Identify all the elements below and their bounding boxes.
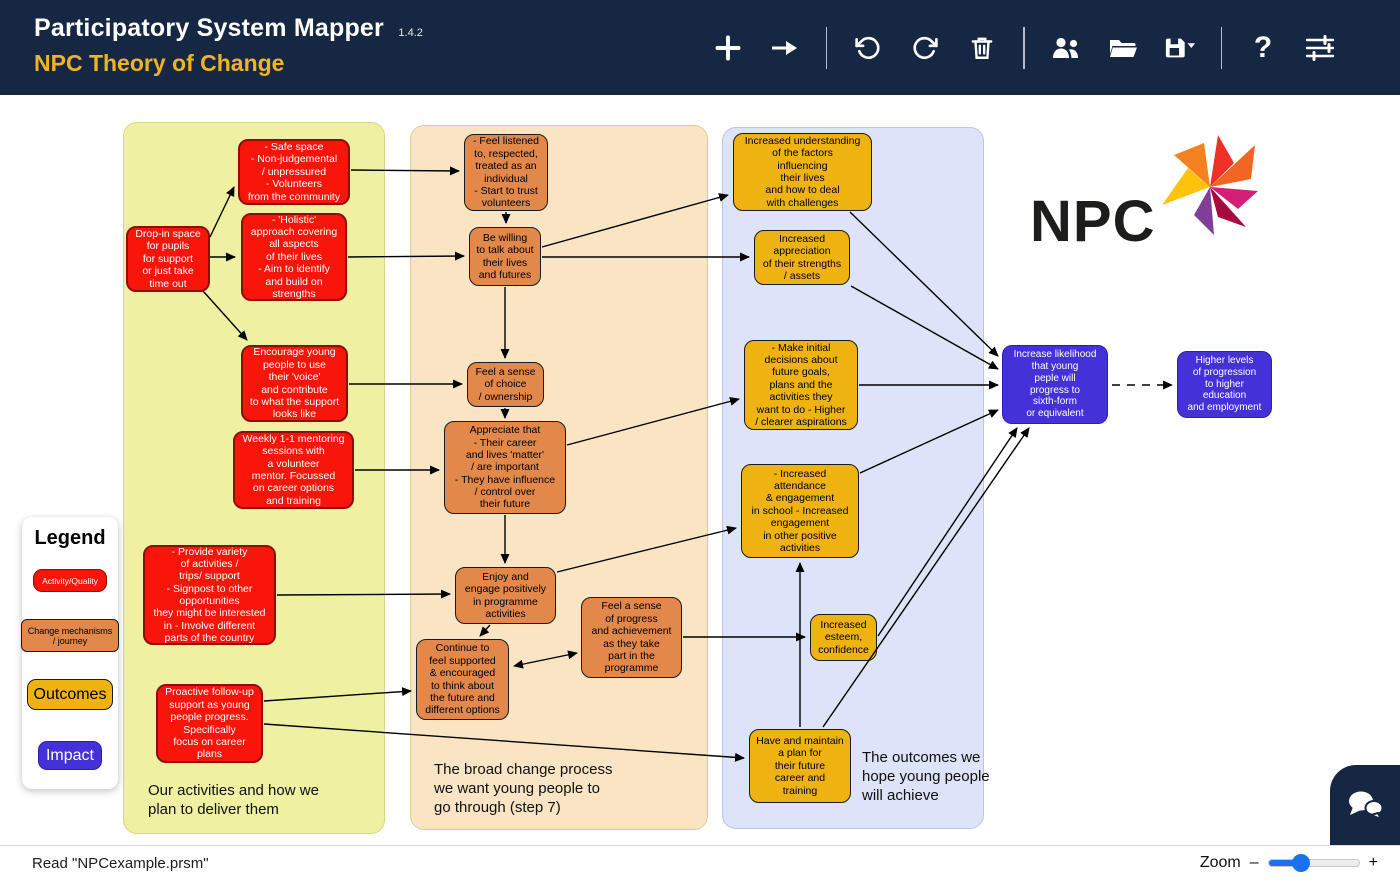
node-increased-appreciation[interactable]: Increased appreciation of their strength… xyxy=(754,230,850,285)
plus-icon xyxy=(715,35,740,60)
share-button[interactable] xyxy=(1050,32,1082,64)
node-safe-space[interactable]: - Safe space - Non-judgemental / unpress… xyxy=(238,139,350,205)
node-weekly-mentoring[interactable]: Weekly 1-1 mentoring sessions with a vol… xyxy=(233,431,354,509)
zoom-label: Zoom xyxy=(1199,854,1241,871)
header-bar: Participatory System Mapper 1.4.2 NPC Th… xyxy=(0,0,1400,95)
status-message: Read "NPCexample.prsm" xyxy=(32,855,209,872)
node-drop-in-space[interactable]: Drop-in space for pupils for support or … xyxy=(126,226,210,292)
legend-title: Legend xyxy=(34,527,106,549)
node-increased-attendance[interactable]: - Increased attendance & engagement in s… xyxy=(741,464,859,558)
zoom-slider-track[interactable] xyxy=(1267,859,1360,867)
save-floppy-icon xyxy=(1165,38,1195,57)
node-provide-variety[interactable]: - Provide variety of activities / trips/… xyxy=(143,545,276,645)
add-link-button[interactable] xyxy=(769,32,801,64)
legend-item-outcomes: Outcomes xyxy=(27,679,113,710)
open-folder-icon xyxy=(1109,39,1137,57)
map-title: NPC Theory of Change xyxy=(34,50,285,76)
node-be-willing[interactable]: Be willing to talk about their lives and… xyxy=(469,227,541,286)
question-mark-icon: ? xyxy=(1253,30,1273,64)
chat-icon xyxy=(1349,791,1384,821)
trash-icon xyxy=(971,37,993,59)
status-bar: Read "NPCexample.prsm" Zoom – + xyxy=(0,845,1400,882)
open-button[interactable] xyxy=(1107,32,1139,64)
legend-item-impact: Impact xyxy=(38,741,102,770)
undo-icon xyxy=(855,36,880,59)
toolbar-divider xyxy=(1023,26,1025,69)
node-appreciate-matter[interactable]: Appreciate that - Their career and lives… xyxy=(444,421,566,514)
caption-process: The broad change process we want young p… xyxy=(434,761,613,817)
title-block: Participatory System Mapper 1.4.2 NPC Th… xyxy=(34,14,423,77)
node-increased-esteem[interactable]: Increased esteem, confidence xyxy=(810,614,877,661)
node-higher-levels[interactable]: Higher levels of progression to higher e… xyxy=(1177,351,1272,418)
delete-button[interactable] xyxy=(966,32,998,64)
legend-item-change-mechanisms: Change mechanisms / journey xyxy=(21,619,119,652)
redo-icon xyxy=(913,36,938,59)
redo-button[interactable] xyxy=(909,32,941,64)
undo-button[interactable] xyxy=(852,32,884,64)
zoom-slider-fill xyxy=(1268,860,1301,866)
toolbar-divider xyxy=(1220,26,1222,69)
zoom-out-button[interactable]: – xyxy=(1249,854,1259,871)
caption-outcomes: The outcomes we hope young people will a… xyxy=(862,749,990,805)
caption-activities: Our activities and how we plan to delive… xyxy=(148,782,319,819)
node-encourage-voice[interactable]: Encourage young people to use their 'voi… xyxy=(241,345,348,422)
zoom-slider[interactable] xyxy=(1267,854,1360,872)
node-continue-supported[interactable]: Continue to feel supported & encouraged … xyxy=(416,639,509,720)
app-version: 1.4.2 xyxy=(398,27,423,39)
node-make-initial-decisions[interactable]: - Make initial decisions about future go… xyxy=(744,340,858,430)
npc-logo-text: NPC xyxy=(1030,189,1156,254)
sliders-icon xyxy=(1305,34,1335,61)
zoom-slider-thumb[interactable] xyxy=(1291,854,1310,872)
node-increase-likelihood[interactable]: Increase likelihood that young peple wil… xyxy=(1002,345,1108,424)
node-enjoy-engage[interactable]: Enjoy and engage positively in programme… xyxy=(455,567,556,624)
zoom-in-button[interactable]: + xyxy=(1368,854,1378,871)
legend-item-activity: Activity/Quality xyxy=(33,569,107,592)
npc-logo-star-icon xyxy=(1162,135,1258,235)
toolbar: ? xyxy=(712,0,1337,95)
node-have-plan[interactable]: Have and maintain a plan for their futur… xyxy=(749,729,851,803)
node-increased-understanding[interactable]: Increased understanding of the factors i… xyxy=(733,133,872,211)
toolbar-divider xyxy=(825,26,827,69)
users-icon xyxy=(1052,37,1078,58)
chat-button[interactable] xyxy=(1330,765,1400,845)
arrow-right-icon xyxy=(771,40,797,55)
zoom-control: Zoom – + xyxy=(1200,854,1378,872)
node-proactive-followup[interactable]: Proactive follow-up support as young peo… xyxy=(156,684,263,763)
add-node-button[interactable] xyxy=(712,32,744,64)
settings-button[interactable] xyxy=(1304,32,1336,64)
node-feel-progress[interactable]: Feel a sense of progress and achievement… xyxy=(581,597,682,678)
map-canvas[interactable]: - Safe space - Non-judgemental / unpress… xyxy=(0,95,1400,845)
node-holistic-approach[interactable]: - 'Holistic' approach covering all aspec… xyxy=(241,213,347,301)
legend-panel: Legend Activity/Quality Change mechanism… xyxy=(21,517,119,789)
help-button[interactable]: ? xyxy=(1247,32,1279,64)
node-feel-listened[interactable]: - Feel listened to, respected, treated a… xyxy=(464,134,548,211)
npc-logo: NPC xyxy=(1030,135,1260,265)
node-feel-choice[interactable]: Feel a sense of choice / ownership xyxy=(467,362,544,407)
app-title: Participatory System Mapper xyxy=(34,14,384,42)
save-button[interactable] xyxy=(1164,32,1196,64)
